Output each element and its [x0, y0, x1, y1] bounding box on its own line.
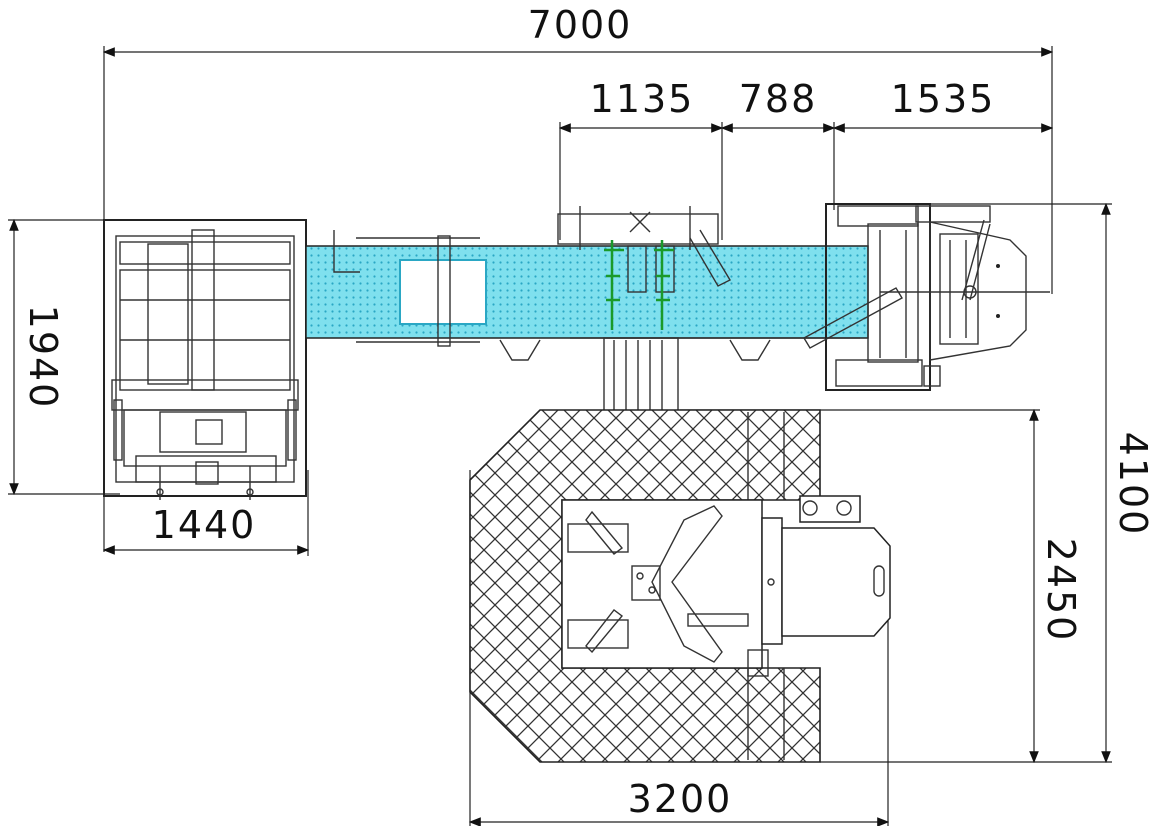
- overall-depth-dimension: 4100: [820, 202, 1155, 764]
- right-machine-unit: [803, 203, 1050, 391]
- dim-lower-unit-depth: 2450: [1039, 538, 1083, 643]
- dim-overall-depth: 4100: [1111, 432, 1155, 537]
- dim-segment-1: 1135: [590, 77, 695, 121]
- dim-left-unit-width: 1440: [152, 503, 257, 547]
- lower-machine-unit: [469, 409, 891, 763]
- overall-length-dimension: 7000: [102, 3, 1054, 552]
- lower-unit-width-dimension: 3200: [468, 470, 890, 826]
- segment-dimensions: 1135 788 1535: [558, 77, 1054, 240]
- middle-station: [557, 206, 731, 330]
- conveyor-belt: [305, 230, 869, 361]
- dim-overall-length: 7000: [528, 3, 633, 47]
- dim-left-unit-height: 1940: [21, 305, 65, 410]
- left-unit-height-dimension: 1940: [8, 218, 300, 496]
- dim-lower-unit-width: 3200: [628, 777, 733, 821]
- left-unit-width-dimension: 1440: [102, 470, 310, 556]
- dim-segment-3: 1535: [891, 77, 996, 121]
- left-machine-unit: [103, 219, 307, 500]
- dim-segment-2: 788: [739, 77, 818, 121]
